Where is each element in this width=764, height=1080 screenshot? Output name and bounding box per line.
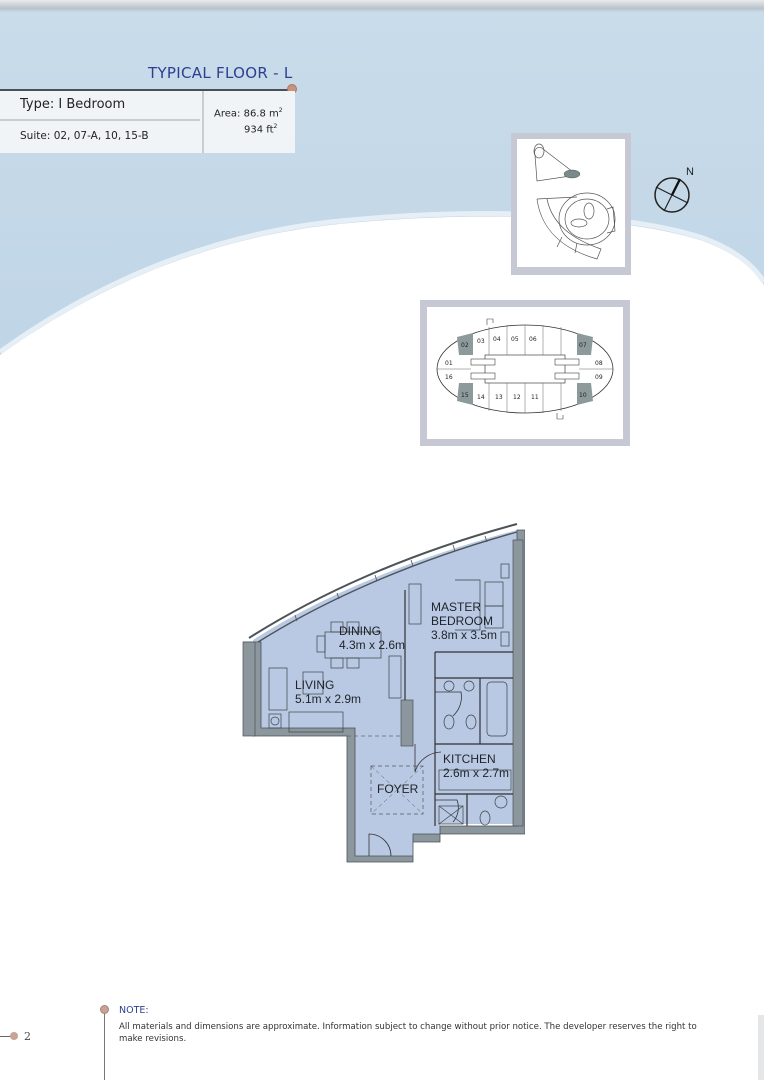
compass-label: N (686, 166, 694, 178)
unit-area-cell: Area: 86.8 m2 934 ft2 (202, 91, 297, 153)
room-name: LIVING (295, 678, 335, 692)
area-imperial: 934 ft2 (244, 123, 277, 135)
area-label: Area: (214, 108, 241, 120)
unit-suites: Suite: 02, 07-A, 10, 15-B (20, 130, 149, 142)
page-number: 2 (24, 1030, 31, 1043)
svg-text:04: 04 (493, 336, 501, 343)
room-size: 2.6m x 2.7m (443, 766, 510, 780)
unit-type: Type: I Bedroom (20, 97, 126, 112)
note-divider (104, 1012, 105, 1080)
tower-site-icon (533, 143, 616, 260)
note-dot-icon (100, 1005, 109, 1014)
unit-info-box: Type: I Bedroom Suite: 02, 07-A, 10, 15-… (0, 91, 295, 153)
svg-text:09: 09 (595, 374, 603, 381)
room-master-bedroom: MASTER BEDROOM 3.8m x 3.5m (431, 600, 497, 642)
svg-text:16: 16 (445, 374, 453, 381)
top-rule (0, 0, 764, 12)
svg-text:12: 12 (513, 394, 521, 401)
svg-text:06: 06 (529, 336, 537, 343)
room-foyer: FOYER (377, 782, 418, 796)
title-divider (0, 89, 292, 91)
room-size: 5.1m x 2.9m (295, 692, 362, 706)
page-edge (758, 1015, 764, 1080)
room-name: BEDROOM (431, 614, 494, 628)
room-name: KITCHEN (443, 752, 496, 766)
room-size: 3.8m x 3.5m (431, 628, 498, 642)
area-metric: Area: 86.8 m2 (214, 107, 283, 119)
unit-floor-plan: DINING 4.3m x 2.6m MASTER BEDROOM 3.8m x… (235, 500, 526, 885)
unit-07: 07 (579, 342, 587, 349)
room-kitchen: KITCHEN 2.6m x 2.7m (443, 752, 509, 780)
area-m2-value: 86.8 m (243, 108, 279, 120)
note-body: All materials and dimensions are approxi… (119, 1022, 697, 1044)
compass-north-icon (654, 177, 690, 213)
tower-keyplan (511, 133, 631, 275)
unit-type-cell: Type: I Bedroom (0, 91, 200, 121)
room-size: 4.3m x 2.6m (339, 638, 406, 652)
svg-text:05: 05 (511, 336, 519, 343)
area-m2-sup: 2 (278, 107, 283, 114)
room-name: FOYER (377, 782, 419, 796)
floor-plan-diagram (242, 523, 526, 863)
area-ft2-sup: 2 (273, 123, 278, 130)
svg-text:13: 13 (495, 394, 503, 401)
note-title: NOTE: (119, 1005, 149, 1016)
page-number-tick (0, 1036, 11, 1037)
floor-keyplan: 02 03 04 05 06 07 01 16 08 09 15 14 13 1… (420, 300, 630, 446)
room-dining: DINING 4.3m x 2.6m (339, 624, 405, 652)
svg-text:08: 08 (595, 360, 603, 367)
unit-suite-cell: Suite: 02, 07-A, 10, 15-B (0, 121, 200, 153)
room-living: LIVING 5.1m x 2.9m (295, 678, 361, 706)
unit-02: 02 (461, 342, 469, 349)
room-name: MASTER (431, 600, 482, 614)
svg-text:14: 14 (477, 394, 485, 401)
page-number-dot-icon (10, 1032, 18, 1040)
unit-10: 10 (579, 392, 587, 399)
room-name: DINING (339, 624, 381, 638)
svg-text:03: 03 (477, 338, 485, 345)
svg-text:11: 11 (531, 394, 539, 401)
floor-keyplan-diagram: 02 03 04 05 06 07 01 16 08 09 15 14 13 1… (436, 318, 614, 420)
page-title: TYPICAL FLOOR - L (148, 64, 293, 82)
unit-15: 15 (461, 392, 469, 399)
area-ft2-value: 934 ft (244, 124, 274, 136)
svg-text:01: 01 (445, 360, 453, 367)
